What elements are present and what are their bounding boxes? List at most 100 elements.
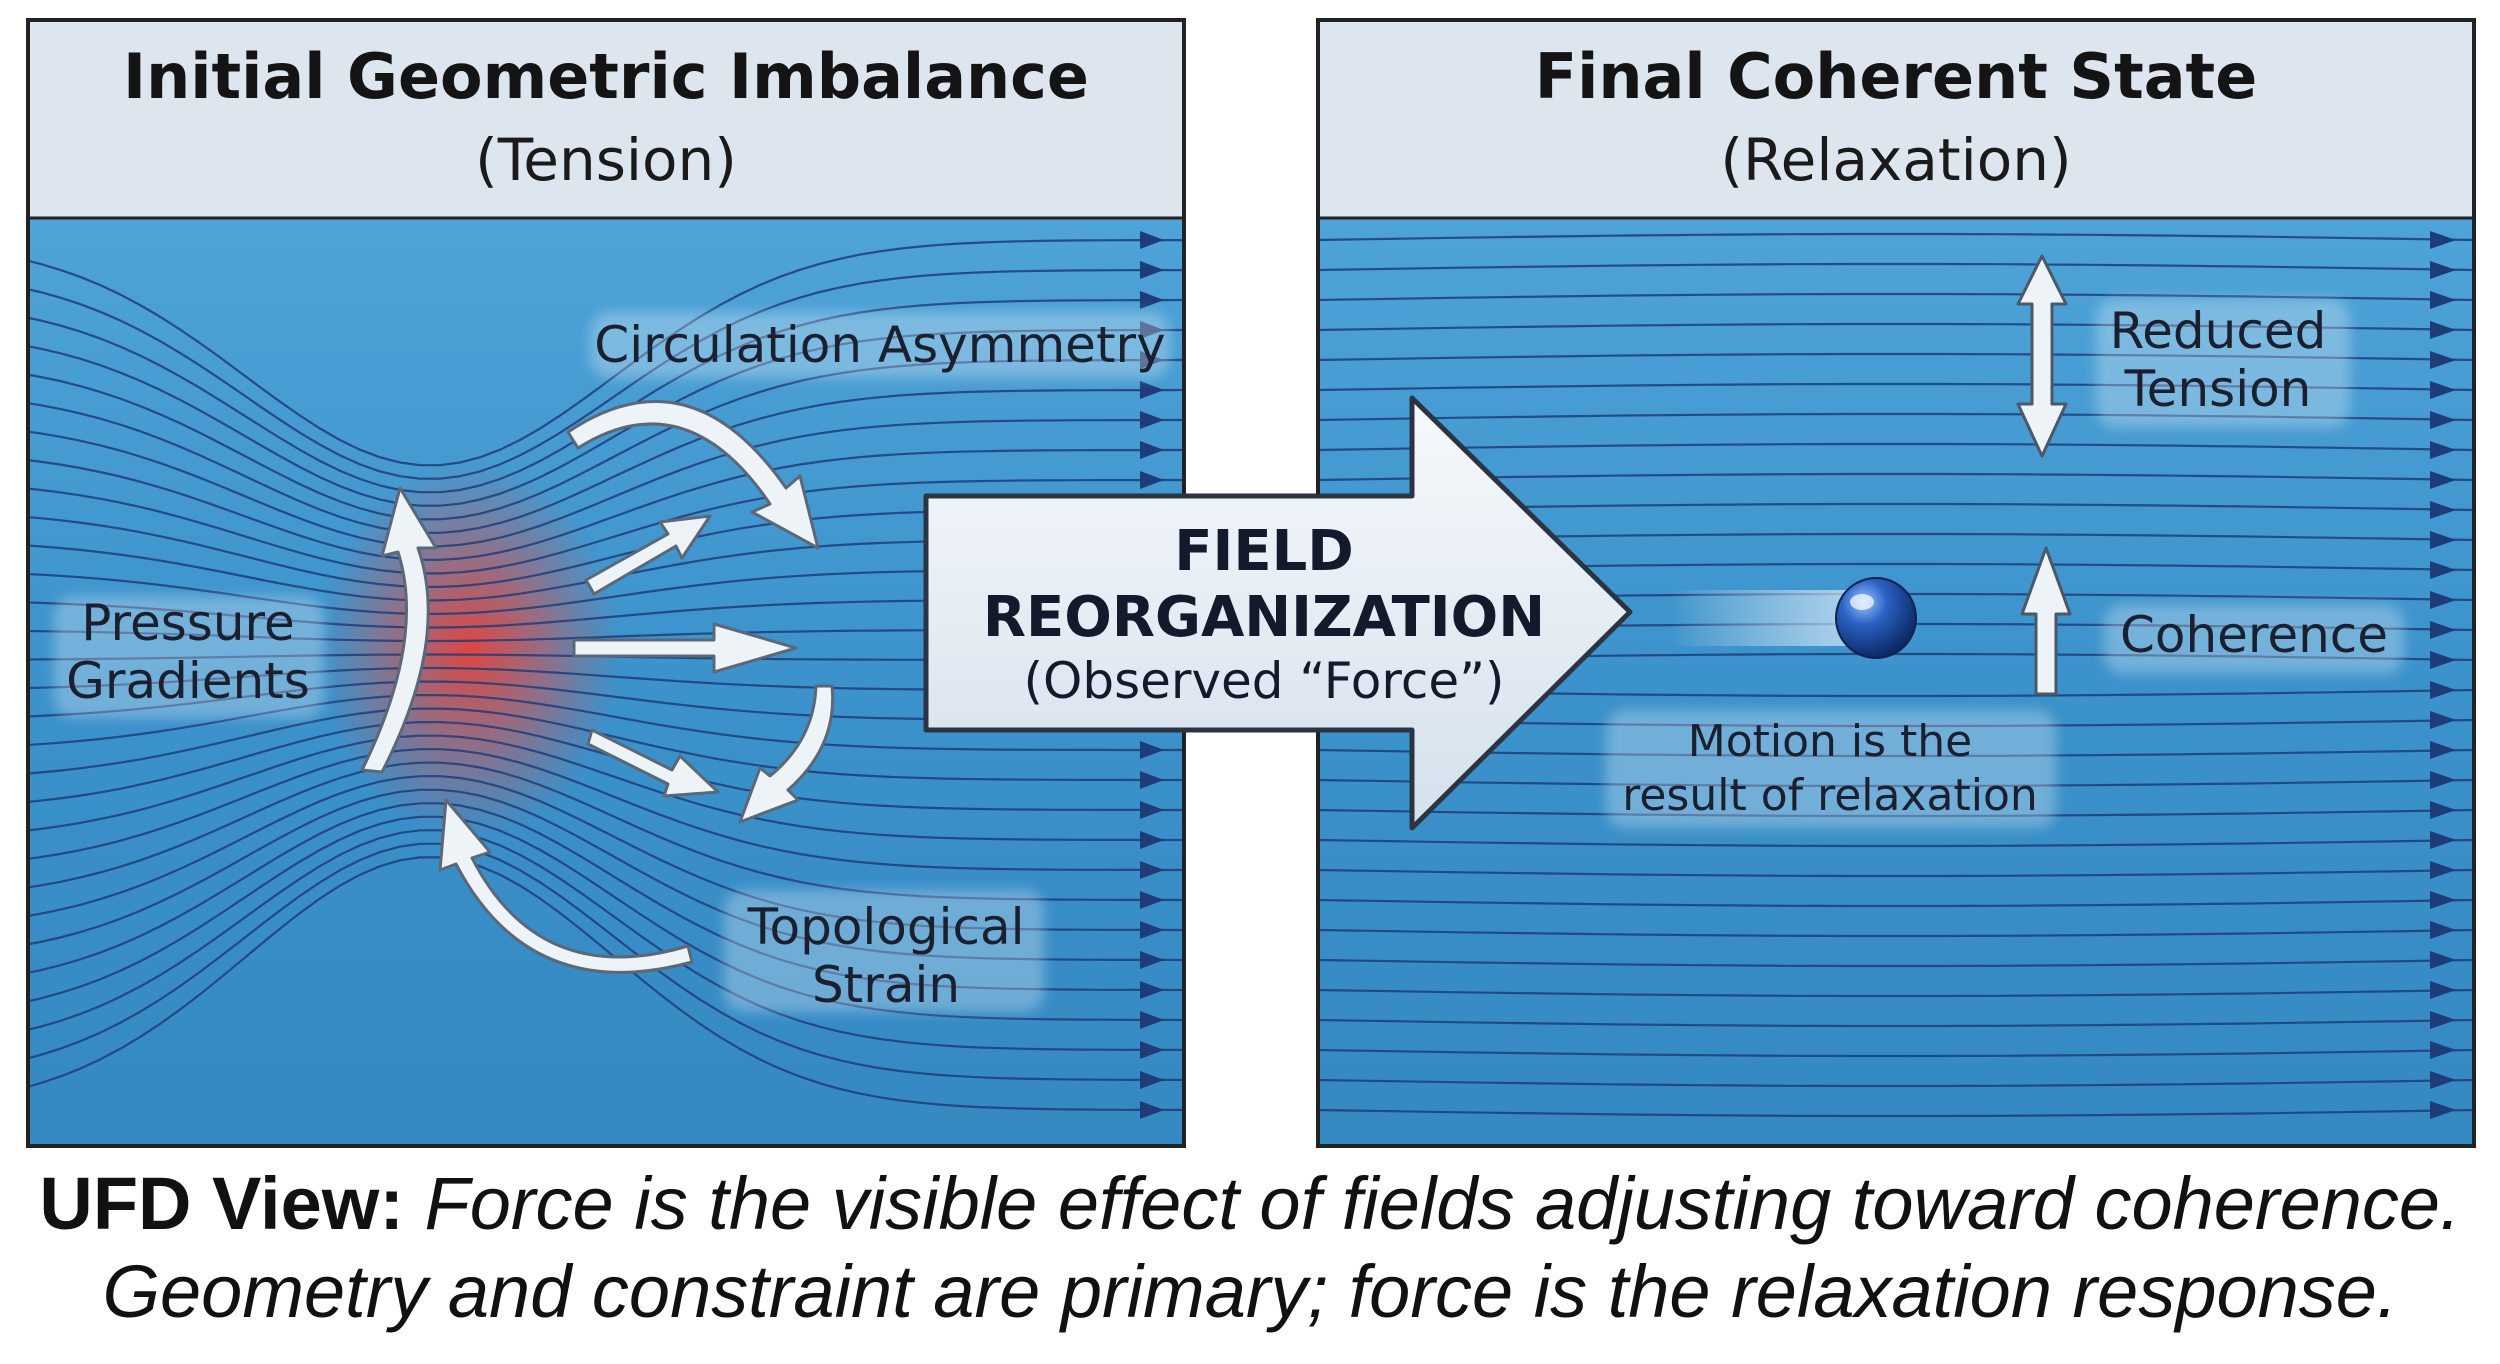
straight-arrow-middle [572,622,798,674]
left-streamline-arrowhead [1140,771,1164,789]
field-reorganization-line2: REORGANIZATION [983,585,1545,650]
caption-lead: UFD View: [39,1162,404,1245]
right-streamline-arrowhead [2430,681,2456,699]
left-streamline-arrowhead [1140,441,1164,459]
pressure-gradients-label-line2: Gradients [66,652,310,710]
right-streamline-arrowhead [2430,351,2456,369]
particle-motion-trail [1670,590,1860,646]
right-streamline-arrowhead [2430,261,2456,279]
right-streamline-arrowhead [2430,651,2456,669]
coherence-up-arrow [2020,546,2072,696]
straight-arrow-lower [586,728,720,798]
pressure-gradients-label-line1: Pressure [81,594,295,652]
right-panel-title: Final Coherent State [1535,40,2258,113]
right-streamline [1318,988,2474,998]
caption-line1: UFD View: Force is the visible effect of… [0,1160,2500,1248]
left-streamline-arrowhead [1140,1101,1164,1119]
left-streamline-arrowhead [1140,1011,1164,1029]
right-streamline-arrowhead [2430,861,2456,879]
right-streamline [1318,1048,2474,1058]
field-reorganization-arrow: FIELD REORGANIZATION (Observed “Force”) [923,395,1633,831]
caption: UFD View: Force is the visible effect of… [0,1160,2500,1336]
left-streamline-arrowhead [1140,951,1164,969]
left-streamline [28,748,1184,872]
right-streamline-arrowhead [2430,381,2456,399]
right-streamline [1318,262,2474,272]
left-streamline-arrowhead [1140,261,1164,279]
left-streamline [28,388,1184,534]
left-streamline [28,815,1184,1022]
circulation-asymmetry-label: Circulation Asymmetry [594,316,1165,374]
right-streamline-arrowhead [2430,291,2456,309]
right-streamline-arrowhead [2430,471,2456,489]
coherence-label: Coherence [2120,606,2388,664]
field-reorganization-line1: FIELD [1174,519,1354,584]
big-arrow-shape [923,395,1633,831]
circulation-curve-arrow [566,400,820,550]
left-panel-title: Initial Geometric Imbalance [123,40,1089,113]
right-streamline-arrowhead [2430,411,2456,429]
left-streamline-arrowhead [1140,861,1164,879]
right-streamline [1318,442,2474,452]
right-streamline-arrowhead [2430,771,2456,789]
right-streamline-arrowhead [2430,831,2456,849]
reduced-tension-double-arrow [2016,254,2068,458]
right-streamline-arrowhead [2430,621,2456,639]
topological-strain-label-line1: Topological [746,898,1024,956]
right-streamline-arrowhead [2430,1011,2456,1029]
left-streamline-arrowhead [1140,801,1164,819]
left-streamline-arrowhead [1140,981,1164,999]
right-streamline-arrowhead [2430,951,2456,969]
left-streamline [28,694,1184,752]
left-streamline [28,238,1184,467]
left-panel-header [28,20,1184,218]
left-streamline-arrowhead [1140,381,1164,399]
right-streamline [1318,928,2474,938]
left-streamline [28,478,1184,575]
right-labels: Reduced Tension Coherence Motion is the … [1606,298,2404,828]
left-streamline [28,418,1184,548]
right-streamline [1318,838,2474,848]
left-streamline [28,856,1184,1112]
right-streamline-arrowhead [2430,981,2456,999]
caption-line2: Geometry and constraint are primary; for… [102,1250,2398,1333]
caption-line1-text: Force is the visible effect of fields ad… [424,1162,2461,1245]
field-reorganization-line3: (Observed “Force”) [1023,652,1504,710]
right-streamline-arrowhead [2430,1071,2456,1089]
left-white-arrows [360,400,835,974]
left-streamline-arrowhead [1140,471,1164,489]
left-streamline-arrowhead [1140,831,1164,849]
left-streamline [28,734,1184,842]
right-streamline-arrowhead [2430,321,2456,339]
circulation-down-arrow [738,684,835,824]
right-streamline-arrowhead [2430,921,2456,939]
right-streamline [1318,1018,2474,1028]
right-streamline-arrowhead [2430,501,2456,519]
right-streamline-arrowhead [2430,591,2456,609]
right-panel-header [1318,20,2474,218]
right-streamline-arrowhead [2430,711,2456,729]
reduced-tension-label-line1: Reduced [2110,302,2327,360]
right-streamline-arrowhead [2430,1041,2456,1059]
left-streamline-arrowhead [1140,1041,1164,1059]
left-streamline-arrowhead [1140,231,1164,249]
right-streamline-arrowhead [2430,891,2456,909]
left-streamline [28,707,1184,782]
right-streamline [1318,958,2474,968]
topological-curve-arrow [438,798,694,974]
particle-ball [1835,577,1917,659]
motion-label-line2: result of relaxation [1622,770,2038,821]
right-streamline [1318,292,2474,302]
left-streamline-arrowhead [1140,891,1164,909]
right-streamline [1318,868,2474,878]
left-streamline-arrowhead [1140,741,1164,759]
left-streamline [28,842,1184,1082]
reduced-tension-label-line2: Tension [2124,360,2312,418]
right-streamline [1318,898,2474,908]
right-streamline [1318,232,2474,242]
left-panel-subtitle: (Tension) [475,126,737,194]
left-streamline-arrowhead [1140,411,1164,429]
right-streamline [1318,472,2474,482]
right-streamline-arrowhead [2430,561,2456,579]
